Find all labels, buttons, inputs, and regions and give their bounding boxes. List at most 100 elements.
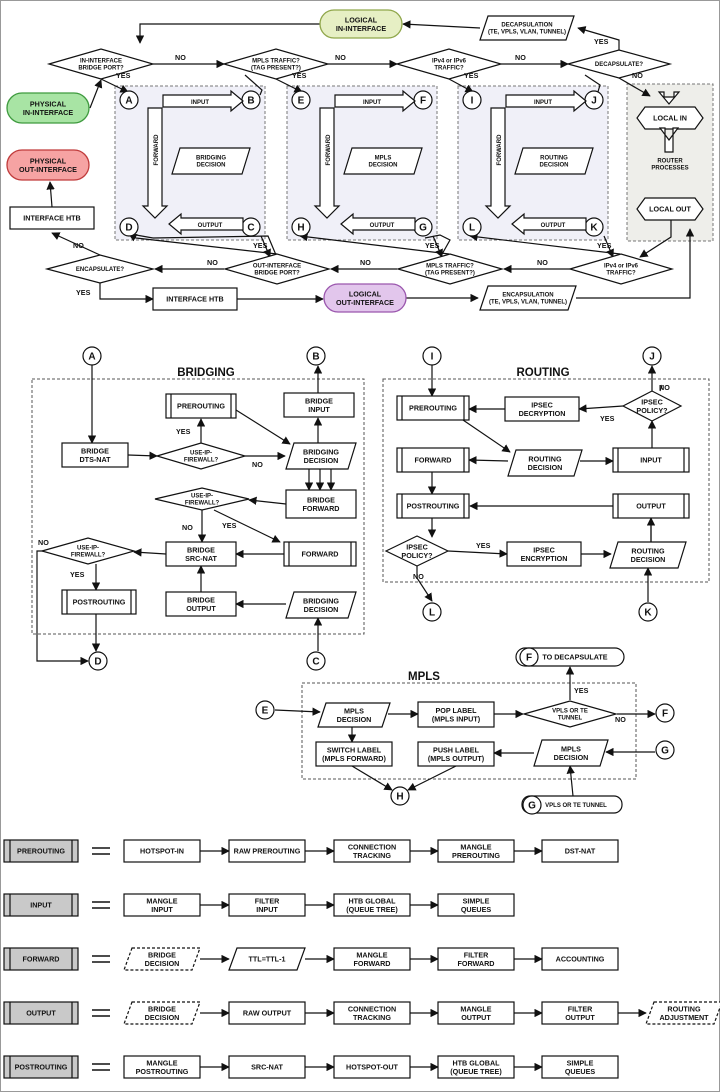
mpls-node-G-label: G: [661, 746, 669, 757]
node-H: H: [291, 217, 311, 237]
routing-forward-arrow: [484, 107, 512, 219]
to-decapsulate-label: TO DECAPSULATE: [542, 653, 607, 662]
interface-htb-left-label: INTERFACE HTB: [23, 214, 81, 223]
no-label: NO: [537, 258, 548, 267]
dst-nat-to-fw: [127, 451, 158, 460]
node-G: G: [413, 217, 433, 237]
routing-forward-label: FORWARD: [497, 134, 503, 166]
decapsulate-decision: DECAPSULATE?: [565, 49, 673, 79]
chain-prerouting-step-5: DST-NAT: [541, 839, 619, 863]
pop-label-label: POP LABEL(MPLS INPUT): [432, 706, 481, 723]
encap-no: [51, 232, 101, 256]
yes-label: YES: [116, 71, 131, 80]
yes-label: YES: [574, 686, 589, 695]
chain-name-input: INPUT: [30, 901, 52, 910]
vpls-te-tunnel-label: VPLS OR TE TUNNEL: [545, 803, 607, 809]
bridging-use-ip-fw-2: USE-IP-FIREWALL?: [154, 487, 250, 511]
node-J: J: [584, 90, 604, 110]
tunnel-to-decision: [566, 765, 575, 797]
no-label: NO: [413, 572, 424, 581]
bridge-output-label: OUTPUT: [198, 223, 223, 229]
node-B: B: [241, 90, 261, 110]
encapsulate-decision: ENCAPSULATE?: [44, 254, 156, 284]
node-D: D: [119, 217, 139, 237]
local-out-label: LOCAL OUT: [649, 205, 691, 214]
routing-node-J: J: [642, 346, 662, 366]
chain-output-step-2: RAW OUTPUT: [228, 1001, 306, 1025]
no-label: NO: [632, 71, 643, 80]
push-label-label: PUSH LABEL(MPLS OUTPUT): [428, 745, 485, 762]
bridging-use-ip-fw-3: USE-IP-FIREWALL?: [39, 537, 137, 565]
mpls-forward-label: FORWARD: [326, 134, 332, 166]
routing-output: OUTPUT: [612, 493, 690, 519]
policy-yes: [578, 404, 624, 413]
routing-decision-to-forward: [468, 455, 509, 465]
mpls-forward-arrow: [313, 107, 341, 219]
htb-to-physical-out: [46, 181, 55, 208]
routing-node-K: K: [638, 602, 658, 622]
mpls-traffic-in-decision: MPLS TRAFFIC?(TAG PRESENT?): [221, 48, 331, 80]
routing-output-label: OUTPUT: [541, 223, 566, 229]
yes-label: YES: [70, 570, 85, 579]
push-label: PUSH LABEL(MPLS OUTPUT): [417, 741, 495, 767]
mpls-traffic-in-decision-label: MPLS TRAFFIC?(TAG PRESENT?): [251, 59, 301, 72]
pop-label: POP LABEL(MPLS INPUT): [417, 701, 495, 728]
switch-to-h: [351, 765, 393, 791]
routing-title: ROUTING: [516, 367, 569, 379]
bridging-node-A: A: [82, 346, 102, 366]
bridging-prerouting-label: PREROUTING: [177, 402, 225, 411]
mpls-input-arrow: [334, 89, 416, 113]
bridging-postrouting: POSTROUTING: [61, 589, 137, 615]
node-J-label: J: [591, 96, 597, 107]
bridging-region: [31, 378, 365, 635]
mpls-traffic-out-decision-label: MPLS TRAFFIC?(TAG PRESENT?): [425, 264, 475, 277]
no-label: NO: [515, 53, 526, 62]
decap-to-logical-in: [402, 20, 481, 29]
bridge-forward-arrow: [141, 107, 169, 219]
mpls-out-to-h: [299, 232, 450, 255]
encap-yes: [99, 283, 154, 304]
connector: [135, 234, 154, 239]
ip-in-yes: [448, 78, 474, 93]
routing-forward: FORWARD: [396, 447, 470, 473]
bridge-input-arrow: [162, 89, 244, 113]
routing-node-J-label: J: [649, 352, 655, 363]
rp-a: [658, 127, 680, 153]
prerouting-to-routing-decision: [462, 419, 511, 453]
decapsulate-decision-label: DECAPSULATE?: [595, 62, 644, 68]
chain-output: OUTPUT: [3, 1001, 110, 1025]
no-label: NO: [175, 53, 186, 62]
mpls-output-label: OUTPUT: [370, 223, 395, 229]
routing-forward-label: FORWARD: [415, 456, 452, 465]
routing-input: INPUT: [612, 447, 690, 473]
to-decapsulate: TO DECAPSULATE: [515, 647, 625, 667]
